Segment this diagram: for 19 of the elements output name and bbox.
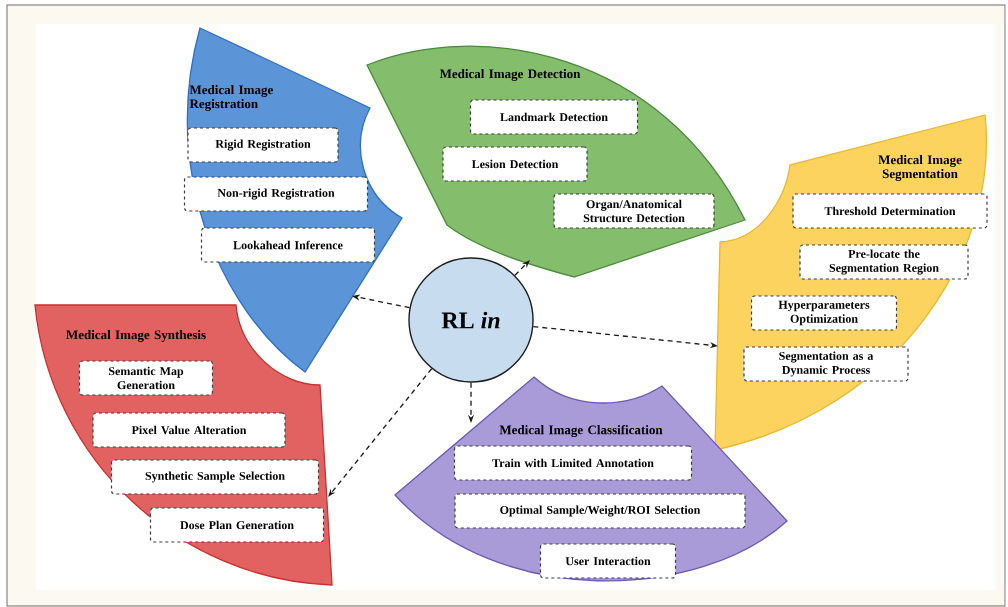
dashed-box: Segmentation as a Dynamic Process	[743, 346, 909, 382]
dashed-box: Lesion Detection	[442, 146, 588, 182]
dashed-box: Synthetic Sample Selection	[110, 459, 320, 495]
dashed-box: Semantic Map Generation	[78, 360, 214, 396]
dashed-box: Optimal Sample/Weight/ROI Selection	[454, 493, 746, 529]
dashed-box: User Interaction	[539, 543, 677, 579]
dashed-box: Landmark Detection	[469, 99, 639, 135]
dashed-box: Organ/Anatomical Structure Detection	[553, 193, 715, 229]
dashed-box: Train with Limited Annotation	[453, 445, 693, 481]
dashed-box: Pixel Value Alteration	[92, 412, 286, 448]
dashed-box: Pre-locate the Segmentation Region	[799, 244, 969, 280]
arrow	[514, 260, 530, 276]
dashed-box: Non-rigid Registration	[183, 176, 369, 212]
dashed-box: Dose Plan Generation	[149, 507, 325, 543]
dashed-box: Threshold Determination	[792, 193, 988, 229]
dashed-box: Lookahead Inference	[200, 227, 376, 263]
arrow	[328, 368, 433, 497]
dashed-box: Rigid Registration	[187, 127, 339, 163]
dashed-box: Hyperparameters Optimization	[750, 295, 898, 331]
